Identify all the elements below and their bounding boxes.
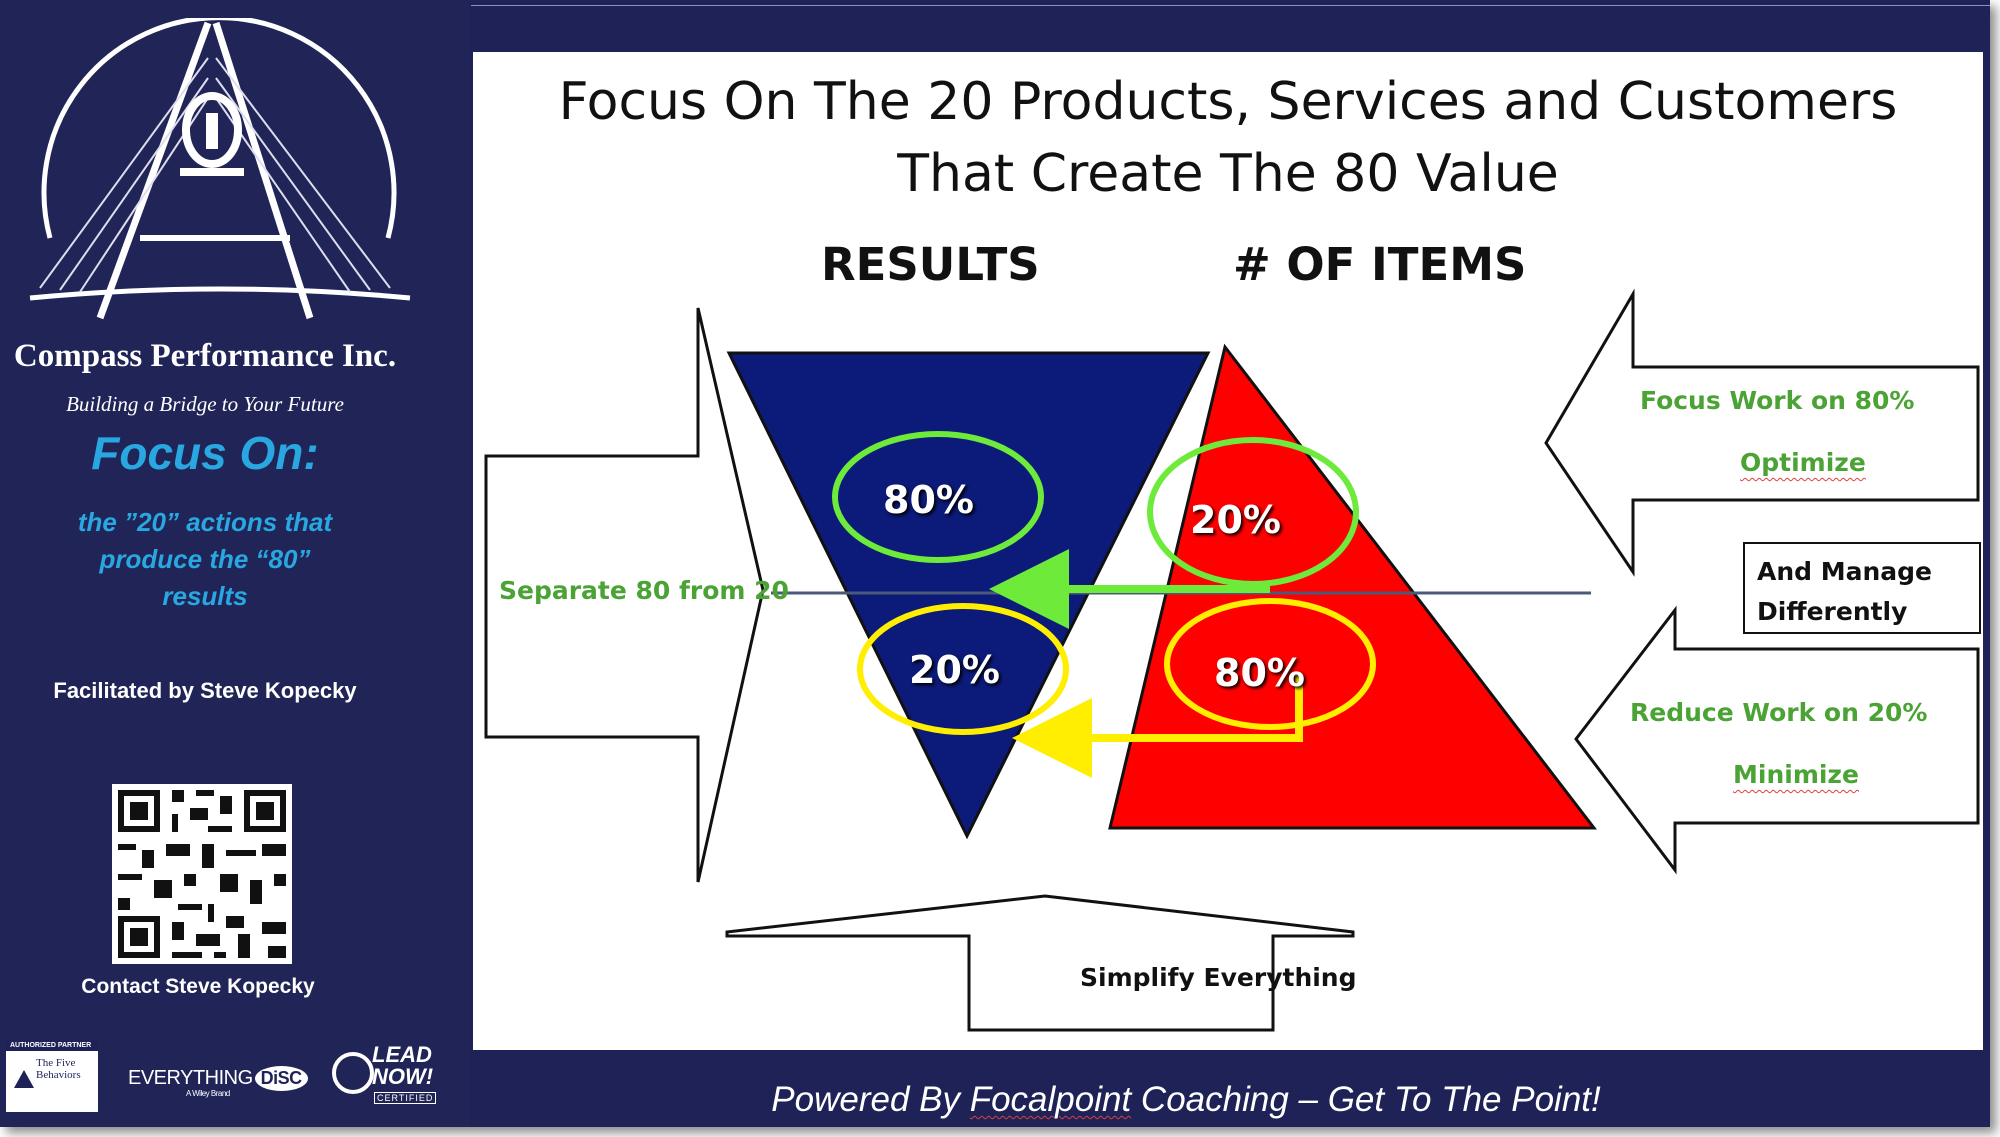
- qr-code[interactable]: [112, 784, 292, 964]
- company-tagline: Building a Bridge to Your Future: [66, 392, 344, 416]
- slide-title: Focus On The 20 Products, Services and C…: [473, 66, 1983, 210]
- simplify-label: Simplify Everything: [1080, 963, 1357, 992]
- footer-prefix: Powered By: [771, 1080, 970, 1119]
- green-circle-items: [1147, 437, 1359, 587]
- five-behaviors-badge: AUTHORIZED PARTNER The Five Behaviors: [6, 1040, 98, 1112]
- results-top-percent: 80%: [883, 478, 974, 522]
- right-bottom-arrow-shape: [1574, 605, 1980, 875]
- lead-now-ring-icon: [332, 1052, 374, 1094]
- green-circle-results: [832, 431, 1044, 563]
- everything-label: EVERYTHING: [128, 1067, 253, 1089]
- focus-title: Focus On:: [91, 427, 319, 479]
- sidebar: Compass Performance Inc. Building a Brid…: [0, 0, 470, 1127]
- yellow-circle-items: [1164, 598, 1376, 730]
- triangle-icon: [14, 1070, 34, 1088]
- compass-bridge-logo: [29, 18, 411, 320]
- focus-work-label: Focus Work on 80%: [1640, 386, 1915, 415]
- items-bottom-percent: 80%: [1214, 651, 1305, 695]
- separate-label: Separate 80 from 20: [499, 576, 789, 605]
- footer-tagline: Powered By Focalpoint Coaching – Get To …: [471, 1080, 1901, 1120]
- right-top-arrow-shape: [1544, 288, 1980, 577]
- items-top-percent: 20%: [1190, 498, 1281, 542]
- slide-title-line-1: Focus On The 20 Products, Services and C…: [558, 72, 1898, 132]
- manage-differently-box: And Manage Differently: [1743, 542, 1981, 634]
- minimize-label: Minimize: [1733, 760, 1859, 789]
- wiley-label: A Wiley Brand: [186, 1089, 230, 1098]
- pareto-diagram: [484, 288, 1980, 1032]
- yellow-circle-results: [857, 603, 1069, 735]
- left-arrow-shape: [484, 307, 765, 883]
- footer-brand: Focalpoint: [969, 1080, 1132, 1119]
- reduce-work-label: Reduce Work on 20%: [1630, 698, 1928, 727]
- optimize-label: Optimize: [1740, 448, 1866, 477]
- slide-canvas: Focus On The 20 Products, Services and C…: [473, 52, 1983, 1050]
- slide-top-border: [471, 5, 1990, 50]
- facilitator-credit: Facilitated by Steve Kopecky: [53, 678, 357, 703]
- company-name: Compass Performance Inc.: [13, 338, 397, 374]
- results-header: RESULTS: [821, 238, 1040, 291]
- authorized-partner-label: AUTHORIZED PARTNER: [6, 1040, 98, 1051]
- contact-link[interactable]: Contact Steve Kopecky: [81, 975, 315, 998]
- results-bottom-percent: 20%: [909, 648, 1000, 692]
- certified-label: CERTIFIED: [374, 1092, 437, 1104]
- footer-suffix: Coaching – Get To The Point!: [1131, 1080, 1601, 1119]
- focus-description: the ”20” actions that produce the “80” r…: [77, 507, 333, 611]
- bottom-arrow-shape: [725, 894, 1355, 1032]
- slide-title-line-2: That Create The 80 Value: [897, 144, 1559, 204]
- yellow-arrow: [1012, 675, 1303, 778]
- items-header: # OF ITEMS: [1233, 238, 1527, 291]
- disc-label: DiSC: [254, 1066, 308, 1091]
- five-behaviors-label: The Five Behaviors: [36, 1057, 81, 1081]
